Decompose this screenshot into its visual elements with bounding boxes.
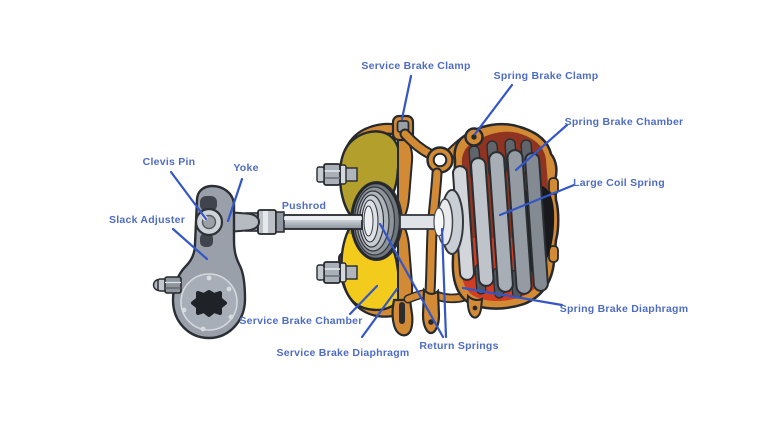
label-return-springs: Return Springs (419, 340, 499, 352)
leader-spring-brake-clamp (473, 83, 514, 136)
leader-service-brake-chamber (348, 284, 379, 316)
leader-spring-brake-chamber (514, 123, 569, 172)
clevis-pin-graphic (194, 207, 224, 237)
label-large-coil-spring: Large Coil Spring (573, 177, 665, 189)
leader-spring-brake-diaphragm (461, 286, 564, 307)
leader-lines (169, 74, 576, 339)
return-springs-graphic (399, 189, 464, 255)
label-service-brake-chamber: Service Brake Chamber (239, 315, 363, 327)
large-coil-spring-graphic (452, 138, 549, 299)
spring-brake-chamber-graphic (451, 122, 560, 319)
leader-clevis-pin (169, 170, 208, 221)
label-clevis-pin: Clevis Pin (142, 156, 196, 168)
mounting-stud-bottom-graphic (316, 261, 358, 284)
label-spring-brake-diaphragm: Spring Brake Diaphragm (559, 303, 689, 315)
label-yoke: Yoke (233, 162, 259, 174)
label-service-brake-clamp: Service Brake Clamp (361, 60, 471, 72)
leader-return-springs-2 (440, 227, 448, 339)
pushrod-graphic (245, 209, 363, 235)
leader-yoke (226, 177, 244, 223)
leader-service-brake-diaphragm (360, 287, 399, 339)
label-pushrod: Pushrod (281, 200, 327, 212)
mounting-stud-top-graphic (316, 163, 358, 186)
label-slack-adjuster: Slack Adjuster (108, 214, 186, 226)
label-service-brake-diaphragm: Service Brake Diaphragm (276, 347, 410, 359)
label-spring-brake-clamp: Spring Brake Clamp (493, 70, 599, 82)
leader-slack-adjuster (171, 227, 209, 261)
spline-hole-icon (191, 290, 227, 317)
leader-service-brake-clamp (400, 74, 413, 121)
leader-large-coil-spring (498, 183, 576, 217)
slack-adjuster-graphic (152, 184, 247, 340)
leader-return-springs-1 (378, 222, 445, 339)
spring-brake-clamp-graphic (464, 127, 484, 147)
label-spring-brake-chamber: Spring Brake Chamber (564, 116, 684, 128)
